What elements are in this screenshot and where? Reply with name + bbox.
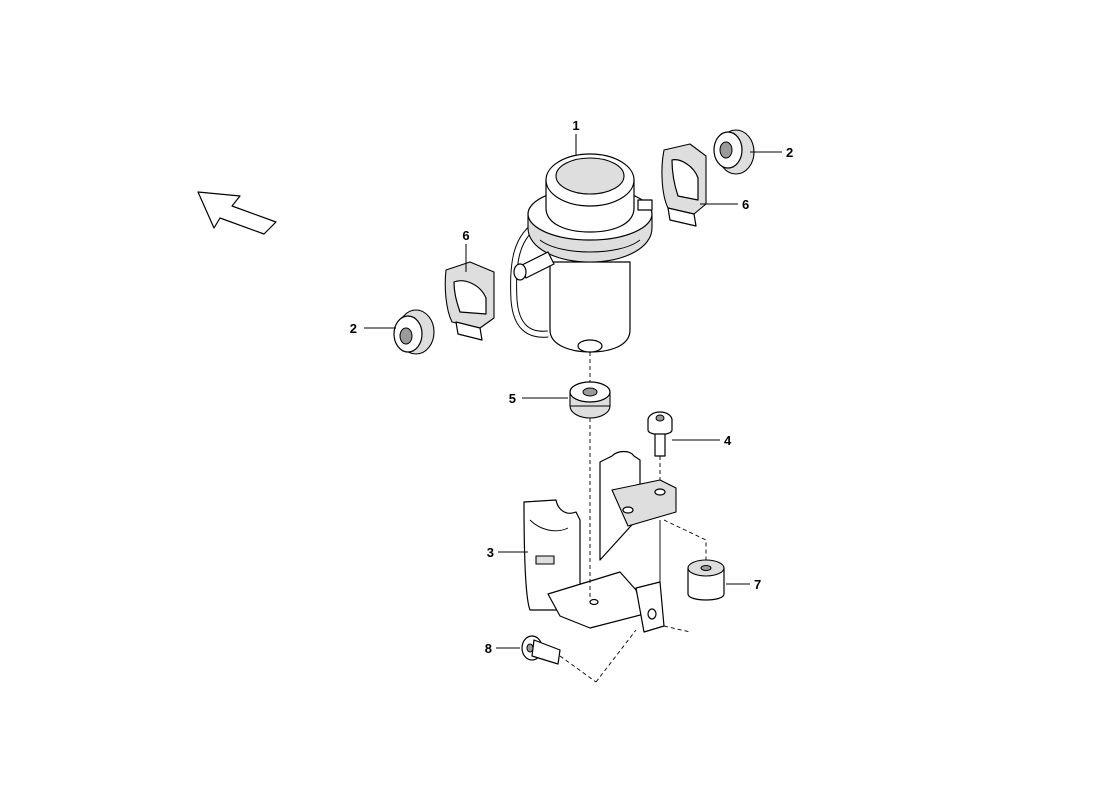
- callout-4: 4: [724, 433, 732, 448]
- callout-6-left: 6: [462, 228, 469, 243]
- grommet-left: [393, 309, 435, 355]
- grommet-center: [569, 381, 611, 419]
- grommet-upper: [713, 129, 755, 175]
- callout-8: 8: [485, 641, 492, 656]
- callout-5: 5: [509, 391, 516, 406]
- spacer: [687, 559, 725, 601]
- leader-lines: [364, 134, 782, 649]
- vacuum-pump: [510, 153, 653, 353]
- assembly-lines: [559, 352, 707, 683]
- bolt-upper: [647, 411, 673, 457]
- rubber-bracket-left: [444, 261, 495, 341]
- rubber-bracket-upper: [661, 143, 707, 227]
- callout-1: 1: [572, 118, 579, 133]
- bolt-lower: [521, 635, 561, 665]
- orientation-arrow-icon: [197, 191, 277, 235]
- callout-6-upper: 6: [742, 197, 749, 212]
- callout-2-left: 2: [350, 321, 357, 336]
- callout-2-upper: 2: [786, 145, 793, 160]
- callout-labels: 1 2 2 3 4 5 6 6 7 8: [350, 118, 793, 656]
- callout-7: 7: [754, 577, 761, 592]
- mounting-bracket: [523, 450, 677, 633]
- callout-3: 3: [487, 545, 494, 560]
